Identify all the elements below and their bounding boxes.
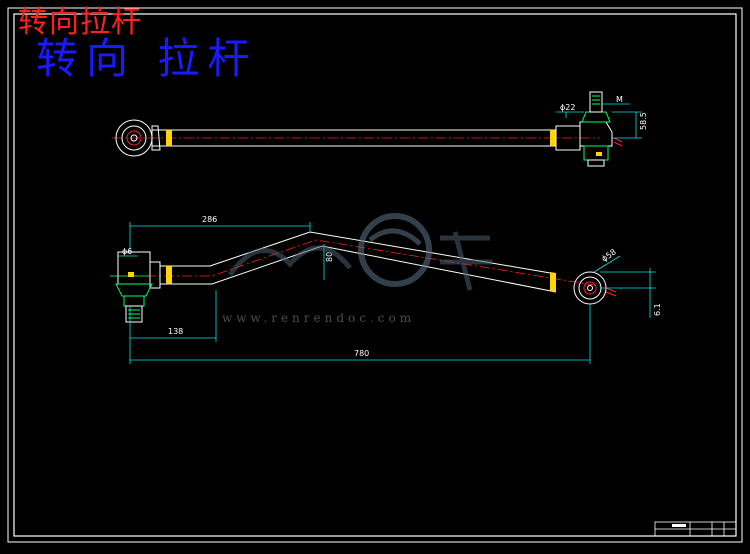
dim-length-upper: 286: [202, 215, 217, 224]
watermark-logo-ring: [358, 213, 432, 287]
dim-right-ball-dia: ϕ58: [600, 247, 618, 263]
watermark: www.renrendoc.com: [222, 213, 492, 325]
title-red: 转向拉杆: [18, 5, 142, 40]
dim-length-lower: 138: [168, 327, 183, 336]
outer-frame: [7, 7, 743, 543]
top-band-left: [166, 130, 172, 146]
top-left-eye: [115, 119, 153, 157]
dim-left-ball-dia: ϕ6: [122, 247, 132, 256]
dim-right-offset: 6.1: [653, 303, 662, 316]
dim-top-ball-dia: ϕ22: [560, 103, 575, 112]
dim-height-offset: 80: [325, 252, 334, 262]
inner-frame: [13, 13, 737, 537]
front-band-right: [550, 272, 556, 292]
front-band-left: [166, 266, 172, 284]
dim-top-height: 58.5: [639, 112, 648, 130]
front-view-rod: [110, 231, 617, 323]
front-dimensions: [118, 222, 656, 364]
watermark-url: www.renrendoc.com: [222, 311, 415, 325]
top-band-right: [550, 130, 556, 146]
title-blue: 转向 拉杆: [36, 34, 258, 83]
dim-top-small: M: [616, 95, 623, 104]
title-block: [654, 521, 737, 537]
dim-length-total: 780: [354, 349, 369, 358]
top-view-rod: [112, 91, 623, 167]
top-dimensions: [556, 103, 642, 139]
